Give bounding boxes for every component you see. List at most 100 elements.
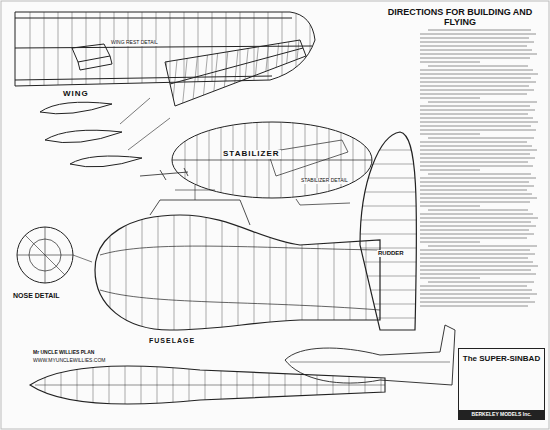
stroke: [420, 262, 533, 263]
stroke: [428, 66, 528, 67]
stroke: [420, 222, 531, 223]
stroke: [420, 266, 538, 267]
stroke: [420, 82, 536, 83]
stroke: [355, 164, 420, 165]
stroke: [420, 202, 530, 203]
stroke: [420, 162, 528, 163]
stroke: [420, 158, 535, 159]
stroke: [190, 200, 191, 340]
stroke: [420, 46, 527, 47]
stroke: [334, 200, 335, 340]
stroke: [355, 290, 420, 291]
stroke: [420, 86, 529, 87]
stroke: [286, 200, 287, 340]
stroke: [420, 130, 536, 131]
part-label: WING REST DETAIL: [110, 40, 159, 46]
stroke: [142, 200, 143, 340]
stroke: [226, 0, 227, 100]
part-label: Mr UNCLE WILLIES PLAN: [32, 350, 95, 356]
stroke: [355, 248, 420, 249]
stroke: [86, 0, 87, 100]
part-label: STABILIZER DETAIL: [300, 178, 349, 184]
stroke: [420, 98, 480, 99]
stroke: [420, 150, 537, 151]
stroke: [420, 218, 538, 219]
stroke: [420, 302, 535, 303]
stroke: [355, 178, 420, 179]
part-label: WWW.MYUNCLEWILLIES.COM: [32, 358, 107, 364]
stroke: [420, 54, 537, 55]
stroke: [212, 0, 213, 100]
stroke: [355, 206, 420, 207]
stroke: [428, 210, 528, 211]
stroke: [156, 0, 157, 100]
stroke: [292, 30, 300, 110]
stroke: [202, 30, 210, 110]
stroke: [420, 182, 529, 183]
stroke: [420, 106, 530, 107]
stroke: [114, 0, 115, 100]
stroke: [420, 78, 531, 79]
stroke: [420, 306, 528, 307]
stroke: [420, 274, 536, 275]
stroke: [428, 282, 534, 283]
stroke: [420, 90, 534, 91]
stroke: [110, 200, 111, 340]
stroke: [126, 200, 127, 340]
stroke: [420, 70, 533, 71]
stroke: [420, 298, 530, 299]
stroke: [420, 194, 532, 195]
stroke: [420, 62, 480, 63]
stroke: [420, 74, 538, 75]
maker-name: BERKELEY MODELS Inc.: [459, 410, 544, 420]
stroke: [350, 200, 351, 340]
stroke: [30, 0, 31, 100]
stroke: [252, 30, 260, 110]
stroke: [355, 304, 420, 305]
stroke: [420, 214, 533, 215]
stroke: [428, 30, 531, 31]
stroke: [420, 190, 527, 191]
stroke: [420, 118, 533, 119]
stroke: [420, 206, 480, 207]
stroke: [420, 58, 530, 59]
stroke: [420, 290, 532, 291]
part-label: FUSELAGE: [148, 337, 196, 345]
stroke: [212, 30, 220, 110]
stroke: [355, 150, 420, 151]
stroke: [420, 170, 480, 171]
stroke: [142, 0, 143, 100]
part-label: RUDDER: [377, 250, 405, 257]
stroke: [420, 114, 528, 115]
stroke: [420, 166, 533, 167]
title-block: The SUPER-SINBADBERKELEY MODELS Inc.: [458, 348, 545, 420]
stroke: [420, 94, 527, 95]
stroke: [302, 200, 303, 340]
stroke: [420, 42, 534, 43]
rib-group: [162, 30, 300, 110]
stroke: [428, 138, 534, 139]
stroke: [242, 30, 250, 110]
stroke: [420, 126, 531, 127]
stroke: [420, 198, 537, 199]
stroke: [355, 234, 420, 235]
stroke: [428, 246, 537, 247]
stroke: [420, 142, 527, 143]
stroke: [420, 278, 480, 279]
stroke: [428, 102, 537, 103]
stroke: [420, 242, 480, 243]
stroke: [355, 220, 420, 221]
stroke: [420, 238, 527, 239]
stroke: [420, 254, 535, 255]
stroke: [420, 226, 536, 227]
stroke: [355, 276, 420, 277]
stroke: [232, 30, 240, 110]
stroke: [420, 250, 530, 251]
stroke: [420, 230, 529, 231]
stroke: [282, 0, 283, 100]
stroke: [174, 200, 175, 340]
stroke: [254, 0, 255, 100]
stroke: [254, 200, 255, 340]
stroke: [420, 258, 528, 259]
